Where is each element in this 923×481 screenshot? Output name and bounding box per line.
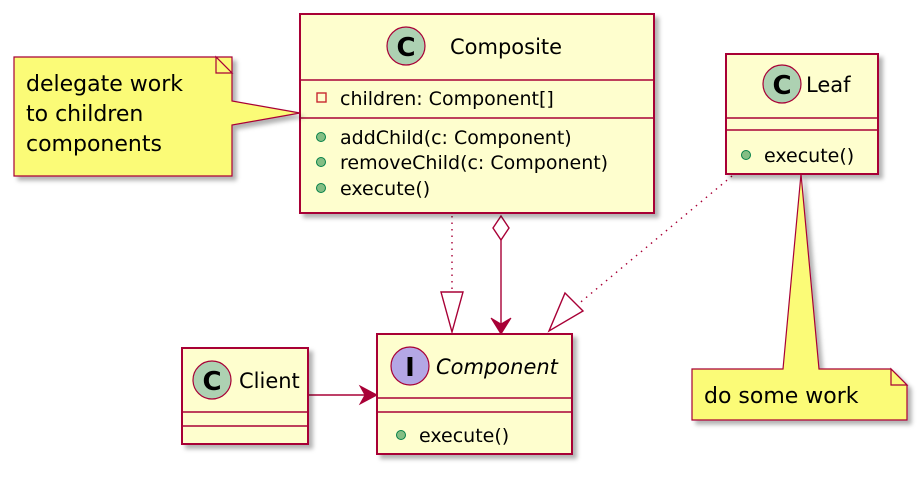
aggregation-arrowhead <box>490 317 512 335</box>
class-composite-name: Composite <box>450 35 562 59</box>
composite-realization-arrowhead <box>440 291 464 335</box>
interface-component[interactable]: I Component execute() <box>376 333 573 455</box>
class-composite-method: addChild(c: Component) <box>340 127 572 149</box>
class-leaf-method: execute() <box>764 145 854 167</box>
public-method-icon <box>396 430 406 440</box>
client-association-arrowhead <box>358 384 379 406</box>
note-corner-fold <box>890 367 909 386</box>
aggregation-diamond <box>492 214 510 242</box>
note-text-line: do some work <box>704 384 859 409</box>
public-method-icon <box>316 183 326 193</box>
class-composite-method: execute() <box>340 178 430 200</box>
interface-stereotype-circle <box>390 346 430 386</box>
note-leaf[interactable]: do some work <box>691 173 909 421</box>
class-client-name: Client <box>239 369 300 393</box>
public-method-icon <box>741 150 751 160</box>
private-field-icon <box>316 92 327 103</box>
note-text-line: to children <box>26 102 143 127</box>
interface-component-method: execute() <box>419 425 509 447</box>
class-composite[interactable]: C Composite children: Component[] addChi… <box>299 13 655 214</box>
class-stereotype-letter: C <box>202 367 221 397</box>
class-leaf[interactable]: C Leaf execute() <box>725 53 879 175</box>
note-corner-fold <box>215 55 234 74</box>
class-client[interactable]: C Client <box>181 347 309 445</box>
class-stereotype-letter: C <box>396 33 415 63</box>
class-stereotype-letter: C <box>772 71 791 101</box>
leaf-realization-arrowhead <box>547 291 585 333</box>
class-stereotype-circle <box>762 64 802 104</box>
leaf-realization-line <box>575 175 733 307</box>
class-composite-method: removeChild(c: Component) <box>340 152 608 174</box>
class-stereotype-circle <box>192 360 232 400</box>
class-composite-field: children: Component[] <box>340 88 554 110</box>
public-method-icon <box>316 157 326 167</box>
class-leaf-name: Leaf <box>806 73 851 97</box>
public-method-icon <box>316 132 326 142</box>
note-text-line: delegate work <box>26 72 183 97</box>
class-stereotype-circle <box>386 26 426 66</box>
interface-stereotype-letter: I <box>405 353 415 383</box>
note-composite[interactable]: delegate work to children components <box>13 55 301 177</box>
class-leaf-box <box>725 53 879 175</box>
note-text-line: components <box>26 132 162 157</box>
note-body <box>13 56 301 177</box>
interface-component-name: Component <box>436 355 559 379</box>
class-composite-box <box>299 13 655 214</box>
